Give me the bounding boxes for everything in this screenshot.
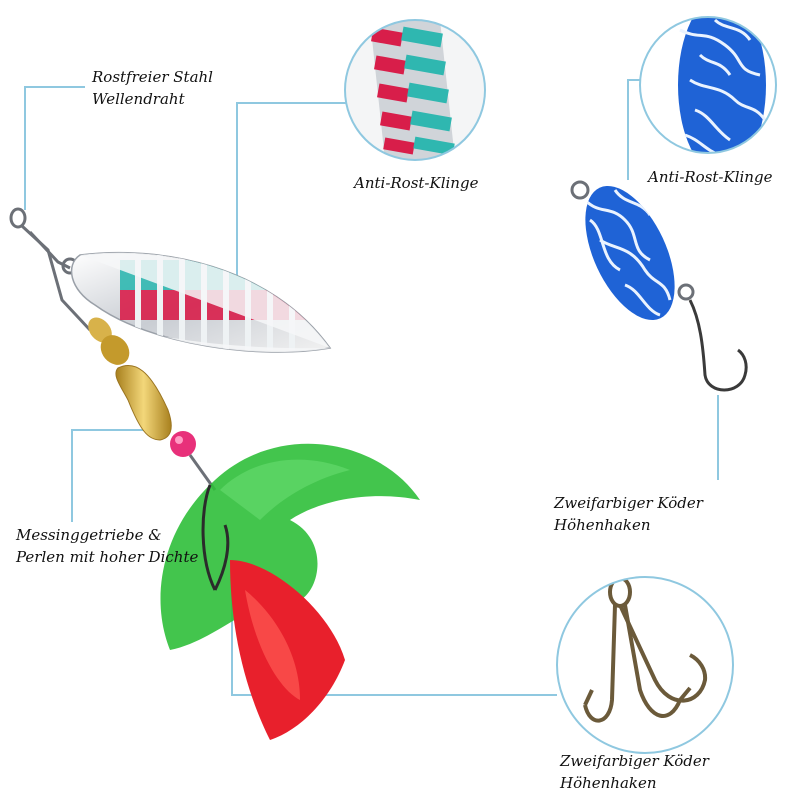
label-wire: Rostfreier Stahl Wellendraht — [92, 66, 213, 110]
feather-tail — [160, 443, 420, 740]
callout-line-brass — [71, 429, 170, 522]
label-wire-line2: Wellendraht — [92, 90, 185, 108]
label-spoon-hook-line2: Höhenhaken — [554, 516, 651, 534]
label-spoon-blade-line1: Anti-Rost-Klinge — [648, 168, 773, 186]
label-brass-beads: Messinggetriebe & Perlen mit hoher Dicht… — [16, 524, 198, 568]
detail-circle-treble-hook — [556, 576, 734, 754]
label-treble-hook: Zweifarbiger Köder Höhenhaken — [560, 750, 709, 794]
label-spoon-blade: Anti-Rost-Klinge — [648, 166, 772, 188]
label-brass-beads-line1: Messinggetriebe & — [16, 526, 162, 544]
label-blade-line1: Anti-Rost-Klinge — [354, 174, 479, 192]
callout-line-blade — [236, 102, 350, 330]
callout-line-spoon — [627, 79, 642, 180]
spinner-blade — [70, 251, 332, 353]
blue-spoon-lure — [570, 180, 748, 392]
detail-circle-blade — [344, 19, 486, 161]
label-spoon-hook: Zweifarbiger Köder Höhenhaken — [554, 492, 703, 536]
label-treble-hook-line1: Zweifarbiger Köder — [560, 752, 709, 770]
label-brass-beads-line2: Perlen mit hoher Dichte — [16, 548, 199, 566]
detail-circle-spoon — [639, 16, 777, 154]
brass-body — [88, 317, 217, 491]
label-wire-line1: Rostfreier Stahl — [92, 68, 213, 86]
label-spoon-hook-line1: Zweifarbiger Köder — [554, 494, 703, 512]
callout-line-wire — [24, 86, 85, 210]
label-treble-hook-line2: Höhenhaken — [560, 774, 657, 792]
label-blade: Anti-Rost-Klinge — [354, 172, 478, 194]
